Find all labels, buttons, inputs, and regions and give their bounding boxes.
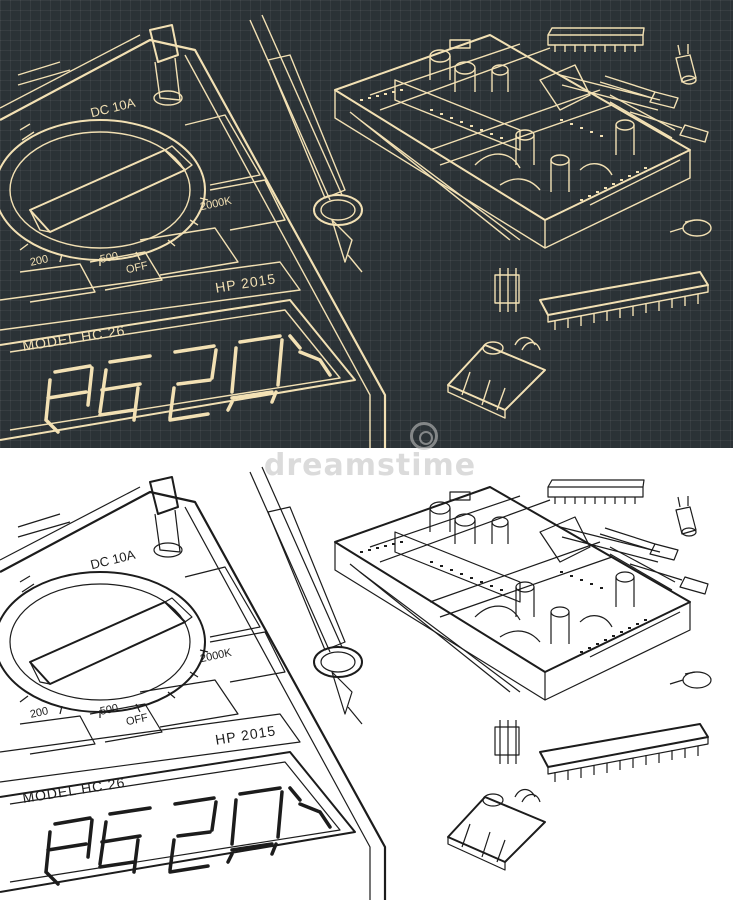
model-label: MODEL HC 26 <box>21 321 127 355</box>
light-lineart-panel: MODEL HC 26 HP 2015 DC 10A 2000K 200 500… <box>0 452 733 900</box>
dc-10a-label-light: DC 10A <box>88 546 137 573</box>
brand-label: HP 2015 <box>214 270 278 296</box>
model-label-light: MODEL HC 26 <box>21 773 127 807</box>
dark-blueprint-panel: MODEL HC 26 HP 2015 DC 10A 2000K 200 500… <box>0 0 733 448</box>
dc-10a-label: DC 10A <box>88 94 137 121</box>
off-label: OFF <box>124 259 150 277</box>
range-2000k-label: 2000K <box>199 194 233 214</box>
range-200-label: 200 <box>28 253 50 269</box>
range-200-label-light: 200 <box>28 705 50 721</box>
range-500-label-light: 500 <box>98 702 120 718</box>
brand-label-light: HP 2015 <box>214 722 278 748</box>
panel-divider <box>0 448 733 452</box>
range-500-label: 500 <box>98 250 120 266</box>
off-label-light: OFF <box>124 711 150 729</box>
range-2000k-label-light: 2000K <box>199 646 233 666</box>
